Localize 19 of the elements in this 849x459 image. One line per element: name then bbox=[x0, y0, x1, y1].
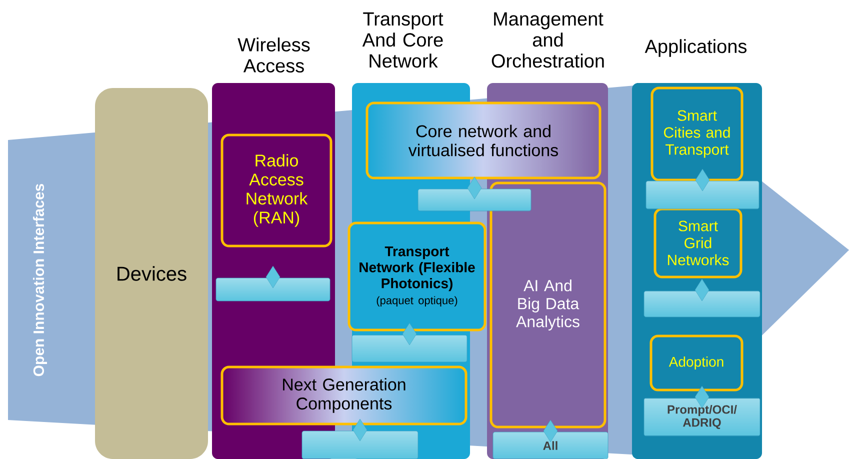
component-box: Transport Network (Flexible Photonics) (paquet optique) bbox=[348, 222, 486, 332]
component-box: Smart Grid Networks bbox=[654, 208, 742, 278]
partner-tag bbox=[352, 334, 468, 362]
column-heading: Applications bbox=[644, 39, 747, 57]
component-box: Core network and virtualised functions bbox=[366, 102, 602, 180]
component-box: Next Generation Components bbox=[220, 366, 468, 426]
column-heading: Wireless Access bbox=[238, 38, 310, 72]
partner-tag bbox=[644, 290, 760, 318]
column-heading: Management and Orchestration bbox=[492, 12, 604, 68]
partner-tag bbox=[216, 278, 330, 302]
partner-tag bbox=[302, 430, 418, 459]
component-box: Smart Cities and Transport bbox=[650, 86, 744, 182]
component-box: Adoption bbox=[650, 334, 744, 392]
component-box: Radio Access Network (RAN) bbox=[220, 134, 332, 248]
component-box: AI And Big Data Analytics bbox=[490, 182, 606, 428]
partner-tag: Prompt/OCI/ ADRIQ bbox=[644, 398, 760, 436]
partner-tag: All bbox=[492, 432, 608, 459]
column-heading: Transport And Core Network bbox=[362, 12, 444, 68]
partner-tag bbox=[646, 180, 760, 210]
